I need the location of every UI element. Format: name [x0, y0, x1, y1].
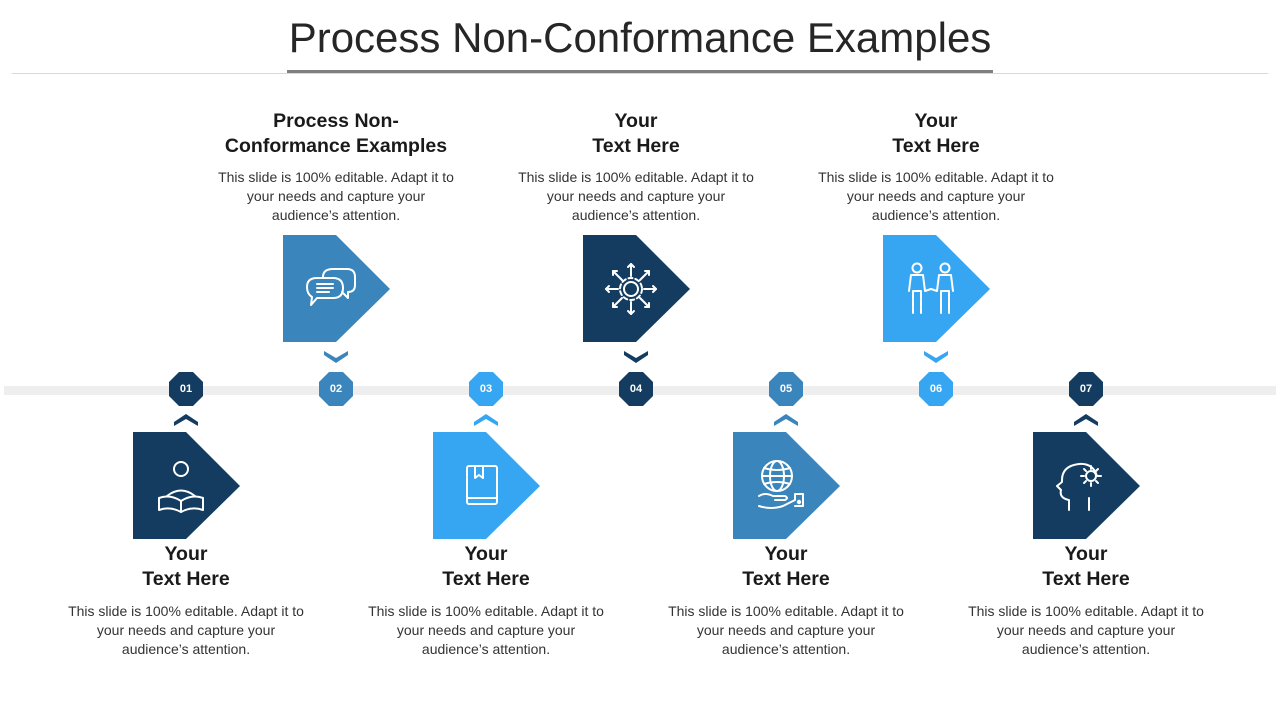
step-description: This slide is 100% editable. Adapt it to…: [818, 169, 1054, 223]
step-number-badge: 02: [318, 371, 354, 407]
arrow-tag-shape: [133, 432, 240, 539]
step-number-badge: 01: [168, 371, 204, 407]
chevron-down-icon: [323, 350, 349, 364]
step-description: This slide is 100% editable. Adapt it to…: [368, 603, 604, 657]
title-underline: [287, 70, 993, 73]
step-heading-line: Your: [614, 110, 658, 132]
step-heading-line: Your: [164, 543, 208, 565]
chevron-up-icon: [773, 413, 799, 427]
page-title: Process Non-Conformance Examples: [288, 14, 992, 61]
step-description: This slide is 100% editable. Adapt it to…: [668, 603, 904, 657]
step-number: 04: [629, 383, 643, 395]
step-description: This slide is 100% editable. Adapt it to…: [218, 169, 454, 223]
step-heading-line: Text Here: [742, 568, 830, 590]
arrow-tag-shape: [733, 432, 840, 539]
step-number-badge: 06: [918, 371, 954, 407]
step-arrow-shape: [133, 432, 241, 540]
arrow-tag-shape: [1033, 432, 1140, 539]
gear-arrows-icon: [605, 263, 657, 315]
step-number: 02: [329, 383, 343, 395]
reader-icon: [158, 461, 204, 513]
arrow-tag-shape: [433, 432, 540, 539]
handshake-icon: [908, 262, 954, 314]
step-description: This slide is 100% editable. Adapt it to…: [968, 603, 1204, 657]
chevron-down-icon: [923, 350, 949, 364]
chevron-up-icon: [473, 413, 499, 427]
step-heading: Process Non- Conformance Examples: [206, 109, 466, 159]
step-arrow-shape: [433, 432, 541, 540]
step-number-badge: 03: [468, 371, 504, 407]
step-number: 07: [1079, 383, 1093, 395]
step-number: 05: [779, 383, 793, 395]
step-arrow-shape: [583, 235, 691, 343]
chevron-up-icon: [1073, 413, 1099, 427]
step-heading-line: Text Here: [442, 568, 530, 590]
step-heading-line: Conformance Examples: [224, 135, 448, 157]
step-heading-line: Text Here: [1042, 568, 1130, 590]
step-description: This slide is 100% editable. Adapt it to…: [518, 169, 754, 223]
step-number: 06: [929, 383, 943, 395]
title-divider: [12, 73, 1268, 74]
step-heading-line: Text Here: [892, 135, 980, 157]
step-heading-line: Your: [914, 110, 958, 132]
chevron-up-icon: [173, 413, 199, 427]
step-arrow-shape: [1033, 432, 1141, 540]
step-number-badge: 05: [768, 371, 804, 407]
head-gear-icon: [1056, 462, 1102, 511]
arrow-tag-shape: [583, 235, 690, 342]
step-heading-line: Text Here: [592, 135, 680, 157]
arrow-tag-shape: [283, 235, 390, 342]
step-arrow-shape: [283, 235, 391, 343]
step-description: This slide is 100% editable. Adapt it to…: [68, 603, 304, 657]
step-heading-line: Your: [1064, 543, 1108, 565]
step-arrow-shape: [883, 235, 991, 343]
step-arrow-shape: [733, 432, 841, 540]
chevron-down-icon: [623, 350, 649, 364]
step-number: 03: [479, 383, 493, 395]
globe-hand-icon: [758, 460, 804, 509]
step-heading-line: Your: [464, 543, 508, 565]
step-heading-line: Process Non-: [273, 110, 399, 132]
book-icon: [466, 465, 498, 505]
step-number: 01: [179, 383, 193, 395]
step-heading-line: Your: [764, 543, 808, 565]
step-number-badge: 04: [618, 371, 654, 407]
chat-bubbles-icon: [306, 268, 356, 306]
step-heading-line: Text Here: [142, 568, 230, 590]
step-number-badge: 07: [1068, 371, 1104, 407]
